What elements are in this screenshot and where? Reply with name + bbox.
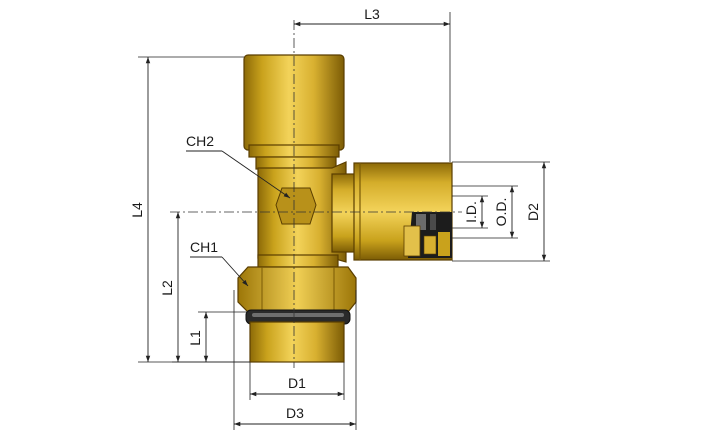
label-ch1: CH1: [190, 239, 218, 255]
label-d3: D3: [286, 405, 304, 421]
label-d2: D2: [525, 203, 541, 221]
callout-ch2: CH2: [186, 133, 291, 199]
side-boss: [331, 173, 357, 253]
dimension-d1: D1: [249, 362, 345, 400]
label-d1: D1: [288, 375, 306, 391]
fitting-body: [237, 54, 453, 363]
body-neck: [255, 156, 337, 170]
dimension-l4: L4: [129, 56, 250, 363]
dimension-od: O.D.: [452, 185, 518, 239]
thread-stub: [249, 321, 345, 363]
callout-ch1: CH1: [190, 239, 249, 287]
dimension-id: I.D.: [452, 195, 488, 229]
label-ch2: CH2: [186, 133, 214, 149]
dimension-d3: D3: [233, 290, 357, 430]
dimension-d2: D2: [452, 161, 550, 262]
label-id: I.D.: [463, 201, 479, 223]
label-l3: L3: [364, 6, 380, 22]
label-l4: L4: [129, 202, 145, 218]
center-lines: [170, 20, 462, 368]
label-l2: L2: [159, 280, 175, 296]
label-od: O.D.: [493, 198, 509, 227]
dimension-l2: L2: [159, 212, 250, 363]
collet-detail: [403, 212, 452, 258]
lower-neck: [257, 254, 339, 268]
ch1-hex: [237, 266, 357, 313]
dimension-l3: L3: [294, 6, 451, 162]
label-l1: L1: [187, 330, 203, 346]
ch2-flat: [275, 187, 317, 225]
dimension-l1: L1: [187, 311, 248, 362]
